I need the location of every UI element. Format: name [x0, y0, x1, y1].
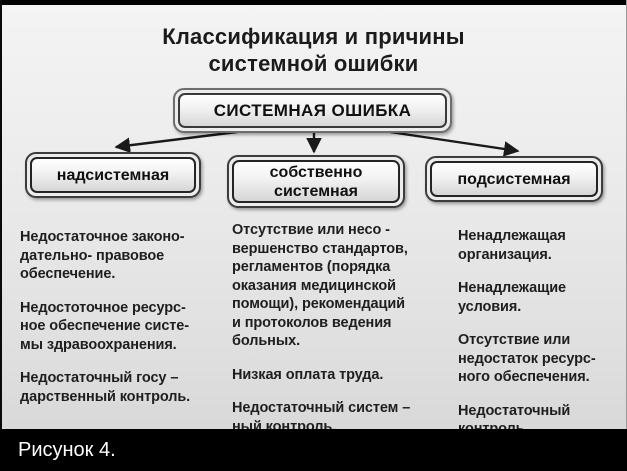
branch-node-label: подсистемная [457, 170, 571, 188]
branch-node-system-proper: собственно системная [227, 155, 405, 208]
root-node-label: СИСТЕМНАЯ ОШИБКА [213, 100, 412, 120]
figure-caption-bar: Рисунок 4. [0, 429, 627, 471]
root-node-system-error: СИСТЕМНАЯ ОШИБКА [173, 88, 452, 133]
cause-item: Ненадлежащие условия. [458, 280, 566, 315]
cause-item: Недостаточный госу – дарственный контрол… [20, 370, 191, 405]
root-node-face: СИСТЕМНАЯ ОШИБКА [178, 93, 447, 128]
arrow-right-branch [389, 130, 520, 157]
branch-node-face: надсистемная [30, 157, 196, 193]
cause-item: Ненадлежащая организация. [458, 228, 566, 263]
causes-column-suprasystem: Недостаточное законо- дательно- правовое… [20, 228, 225, 421]
figure-caption: Рисунок 4. [18, 438, 116, 461]
branch-node-suprasystem: надсистемная [25, 152, 201, 198]
cause-item: Отсутствие или несо - вершенство стандар… [232, 222, 408, 349]
branch-node-face: собственно системная [232, 160, 400, 203]
causes-column-system-proper: Отсутствие или несо - вершенство стандар… [232, 221, 437, 451]
causes-column-subsystem: Ненадлежащая организация. Ненадлежащие у… [458, 227, 626, 454]
cause-item: Недостаточное законо- дательно- правовое… [20, 229, 185, 282]
cause-item: Низкая оплата труда. [232, 366, 384, 383]
branch-node-face: подсистемная [430, 161, 598, 197]
top-border-bar [0, 0, 627, 5]
branch-node-subsystem: подсистемная [425, 156, 603, 202]
page-title: Классификация и причины системной ошибки [162, 23, 465, 76]
left-border-line [0, 0, 2, 471]
cause-item: Отсутствие или недостаток ресурс- ного о… [458, 332, 596, 385]
branch-node-label: надсистемная [56, 166, 170, 184]
arrow-left-branch [114, 130, 238, 154]
branch-node-label: собственно системная [269, 163, 363, 200]
cause-item: Недостоточное ресурс- ное обеспечение си… [20, 299, 190, 353]
